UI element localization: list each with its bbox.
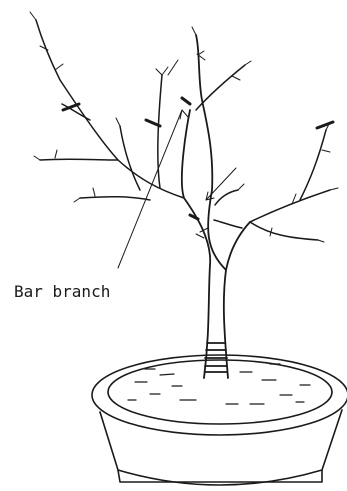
twigs — [30, 12, 338, 242]
soil-marks — [128, 364, 310, 404]
branches — [36, 20, 330, 240]
pot-rim-outer — [92, 355, 347, 435]
cut-marks — [63, 98, 333, 219]
bar-branch-pointer — [118, 110, 182, 268]
bonsai-pot — [92, 355, 347, 485]
pot-rim-inner — [108, 360, 332, 424]
secondary-arrow — [206, 168, 236, 200]
trunk — [182, 35, 250, 378]
pointer-arrows — [118, 60, 236, 268]
pot-body — [100, 410, 342, 485]
pot-base — [118, 470, 322, 482]
bar-branch-label: Bar branch — [14, 282, 110, 301]
